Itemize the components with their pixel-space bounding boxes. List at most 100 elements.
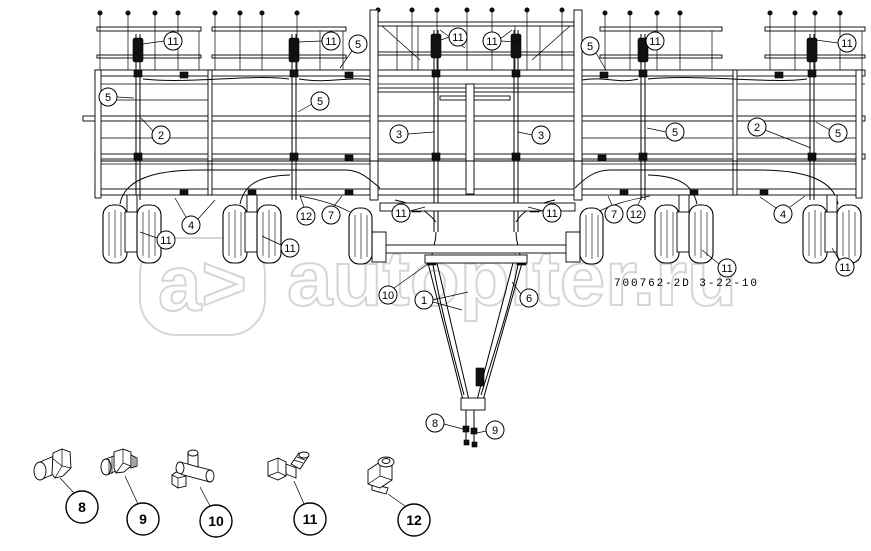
tine-bolts [97,7,843,16]
svg-text:12: 12 [406,512,422,528]
legend-badge-12: 12 [397,503,431,537]
callout-11: 11 [482,31,502,51]
svg-text:6: 6 [526,293,532,305]
svg-text:5: 5 [317,96,323,108]
svg-text:11: 11 [167,36,178,48]
svg-text:5: 5 [672,127,678,139]
svg-text:2: 2 [754,122,760,134]
callout-7: 7 [321,205,341,225]
svg-text:11: 11 [325,36,336,48]
callout-3: 3 [531,125,551,145]
callout-5: 5 [665,122,685,142]
svg-text:2: 2 [158,130,164,142]
svg-text:11: 11 [546,208,557,220]
svg-text:5: 5 [835,128,841,140]
callout-5: 5 [348,34,368,54]
center-transport-wheels [348,202,604,265]
callout-7: 7 [604,204,624,224]
hydraulic-cylinders [132,30,818,232]
svg-text:11: 11 [160,235,171,247]
callout-6: 6 [519,288,539,308]
svg-text:7: 7 [611,209,617,221]
fitting-12-straight-adapter [367,456,395,495]
svg-text:5: 5 [105,92,111,104]
svg-text:11: 11 [284,243,295,255]
callout-11: 11 [542,203,562,223]
svg-text:4: 4 [780,209,786,221]
svg-text:11: 11 [839,262,850,274]
callout-5: 5 [580,36,600,56]
callout-11: 11 [391,203,411,223]
callout-5: 5 [98,87,118,107]
svg-text:11: 11 [452,32,463,44]
svg-text:3: 3 [538,130,544,142]
callout-12: 12 [296,206,316,226]
callout-11: 11 [156,230,176,250]
callout-5: 5 [310,91,330,111]
svg-text:9: 9 [139,511,147,527]
callout-11: 11 [321,31,341,51]
svg-text:12: 12 [630,209,642,221]
callout-11: 11 [163,31,183,51]
legend-leader-lines [59,475,406,507]
callout-11: 11 [280,238,300,258]
svg-text:1: 1 [421,295,427,307]
wheel-assembly-left-inner [222,194,282,264]
callout-4: 4 [773,204,793,224]
svg-text:11: 11 [395,208,406,220]
legend-badge-11: 11 [293,502,327,536]
main-frame [82,9,866,201]
svg-text:5: 5 [587,41,593,53]
watermark-logo-frame [139,237,266,336]
callout-1: 1 [414,290,434,310]
fittings-legend: 8 9 10 11 12 [33,448,431,538]
callout-11: 11 [835,257,855,277]
svg-text:12: 12 [300,211,312,223]
legend-badge-9: 9 [126,502,160,536]
fitting-10-tee [171,449,215,489]
svg-text:11: 11 [841,38,852,50]
callout-11: 11 [448,27,468,47]
svg-text:5: 5 [355,39,361,51]
callout-2: 2 [747,117,767,137]
svg-text:9: 9 [492,425,498,437]
svg-text:8: 8 [432,418,438,430]
callout-5: 5 [828,123,848,143]
svg-text:11: 11 [649,36,660,48]
callout-12: 12 [626,204,646,224]
callout-10: 10 [378,285,398,305]
hitch-hoses [432,264,519,448]
callout-11: 11 [837,33,857,53]
legend-badge-10: 10 [199,504,233,538]
legend-badge-8: 8 [65,490,99,524]
svg-text:10: 10 [382,290,394,302]
callout-2: 2 [151,125,171,145]
hitch-tongue [427,262,523,411]
svg-text:7: 7 [328,210,334,222]
rear-tine-sections [96,12,866,70]
wheel-assembly-right-inner [654,194,714,264]
fitting-11-elbow [267,451,310,481]
callout-8: 8 [425,413,445,433]
drawing-number: 700762-2D 3-22-10 [614,278,757,290]
svg-text:11: 11 [486,36,497,48]
hydraulic-hoses [101,77,856,266]
svg-text:3: 3 [396,129,402,141]
svg-text:8: 8 [78,499,86,515]
callout-9: 9 [485,420,505,440]
callout-leader-lines [116,36,840,434]
callouts: 11 11 11 11 11 11 5 5 5 5 5 5 2 2 3 3 4 … [98,27,857,440]
svg-text:4: 4 [188,220,194,232]
fitting-8-straight-connector [33,448,72,481]
callout-4: 4 [181,215,201,235]
wheel-assembly-right-outer [802,194,862,264]
svg-text:10: 10 [208,513,224,529]
callout-11: 11 [645,31,665,51]
svg-text:11: 11 [303,511,318,527]
wheel-assembly-left-outer [102,194,162,264]
callout-3: 3 [389,124,409,144]
fitting-9-threaded-adapter [100,448,138,476]
callout-11: 11 [717,258,737,278]
svg-text:11: 11 [721,263,732,275]
